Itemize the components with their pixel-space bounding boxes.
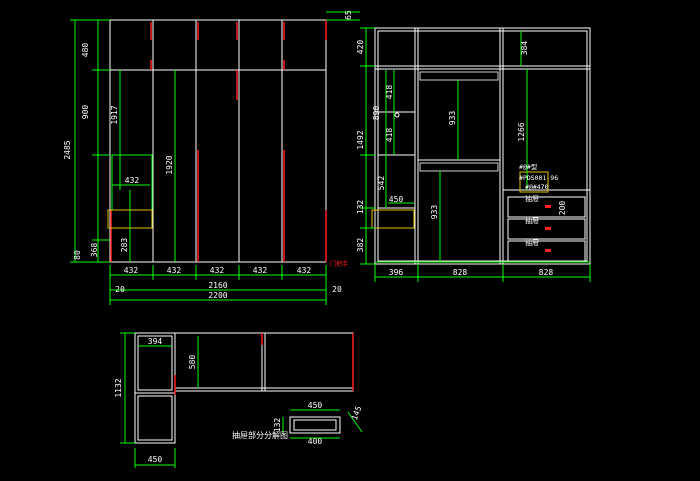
front-cabinet-outline [109,19,327,263]
front-width-4: 432 [253,266,268,275]
front-gap-left: 20 [115,285,125,294]
plan-left-upper-inner [137,335,173,391]
front-bottom-dim-lines [109,11,360,305]
front-dim-480: 480 [81,43,90,58]
hanger-rail-top [419,71,499,81]
interior-dim-lines [360,27,591,282]
interior-dim-933-top: 933 [448,111,457,126]
front-drawer-front [107,209,153,229]
left-knob [394,112,400,118]
interior-inner-outline [377,30,588,262]
plan-dim-394: 394 [148,337,163,346]
front-dim-80: 80 [73,250,82,260]
door-edges [110,20,327,262]
interior-dim-933-bottom: 933 [430,205,439,220]
interior-dim-418-b: 418 [385,128,394,143]
interior-width-828-a: 828 [453,268,468,277]
interior-dim-420: 420 [356,40,365,55]
drawer-detail-450: 450 [308,401,323,410]
front-gap-right: 20 [332,285,342,294]
front-width-3: 432 [210,266,225,275]
interior-dim-200: 200 [558,201,567,216]
plan-dim-1132: 1132 [114,378,123,397]
plan-dim-450: 450 [148,455,163,464]
front-width-5: 432 [297,266,312,275]
front-left-dim-lines [70,19,121,263]
front-dim-900: 900 [81,105,90,120]
front-dim-1917: 1917 [110,105,119,124]
interior-dim-890: 890 [372,106,381,121]
front-view [70,11,360,305]
front-dim-432-inner: 432 [125,176,140,185]
interior-dim-1266: 1266 [517,122,526,141]
plan-main [174,332,354,392]
drawer-label: 抽屉 [525,216,539,225]
annotation-line: #PDS001-96 [519,174,558,182]
hanger-rail-mid [419,162,499,172]
interior-dim-450: 450 [389,195,404,204]
drawer-detail-132: 132 [273,418,282,433]
front-dim-283: 283 [120,238,129,253]
plan-caption: 抽屉部分分解图 [232,430,288,440]
drawer [507,196,586,218]
interior-tray [371,209,415,229]
interior-dim-132: 132 [356,200,365,215]
plan-left-lower [134,392,176,444]
interior-dim-384: 384 [520,41,529,56]
plan-left-lower-inner [137,395,173,441]
drawer-handle [545,227,551,230]
plan-dim-lines [120,332,363,468]
front-dim-368: 368 [90,243,99,258]
drawer [507,240,586,262]
front-note-tag: 门把手 [330,260,348,268]
interior-view [360,27,591,282]
interior-width-396: 396 [389,268,404,277]
annotation-line: #@#型 [519,162,538,171]
plan-view [120,332,363,468]
front-width-2: 432 [167,266,182,275]
interior-dim-542: 542 [377,176,386,191]
interior-width-828-b: 828 [539,268,554,277]
interior-dim-382: 382 [356,238,365,253]
front-width-1: 432 [124,266,139,275]
drawer-handle [545,249,551,252]
drawer-detail-400: 400 [308,437,323,446]
drawer-detail-inner [293,419,337,431]
front-total-inner: 2160 [208,281,227,290]
annotation-line: #@#470 [525,183,549,191]
plan-dim-580: 580 [188,355,197,370]
drawer-detail-box [289,416,341,434]
interior-outline [374,27,591,265]
front-dim-2485: 2485 [63,140,72,159]
interior-dim-418-a: 418 [385,85,394,100]
annotation-box [519,171,549,193]
front-dim-1920: 1920 [165,155,174,174]
drawer-label: 抽屉 [525,238,539,247]
front-dim-65: 65 [344,10,353,20]
drawer-handle [545,205,551,208]
drawer-detail-145: 145 [350,405,363,422]
front-total-outer: 2200 [208,291,227,300]
drawer [507,218,586,240]
drawer-label: 抽屉 [525,194,539,203]
interior-dim-1492: 1492 [356,130,365,149]
